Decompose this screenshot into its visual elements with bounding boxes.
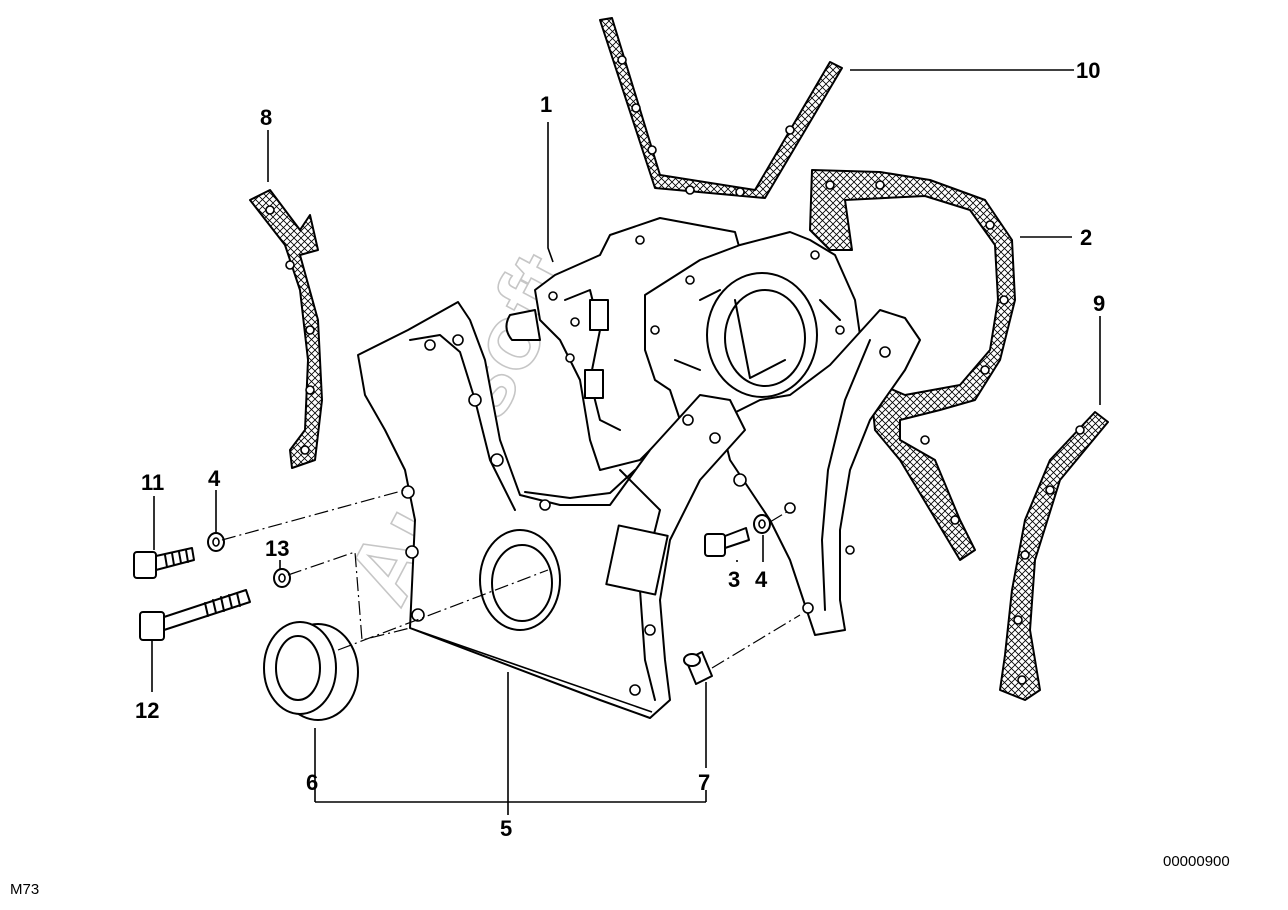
callout-8: 8 xyxy=(260,105,272,130)
washer-4-left[interactable] xyxy=(207,532,225,552)
callout-9: 9 xyxy=(1093,291,1105,316)
callout-4-left: 4 xyxy=(208,466,221,491)
callout-13: 13 xyxy=(265,536,289,561)
dowel-sleeve-7[interactable] xyxy=(683,651,713,685)
leader-lines xyxy=(151,69,1101,815)
callout-3: 3 xyxy=(728,567,740,592)
callout-7: 7 xyxy=(698,770,710,795)
lower-timing-case[interactable] xyxy=(357,301,746,719)
callout-10: 10 xyxy=(1076,58,1100,83)
washer-4-right[interactable] xyxy=(753,514,771,534)
bolt-11[interactable] xyxy=(133,547,195,579)
right-lower-timing-case[interactable] xyxy=(719,309,921,636)
callout-6: 6 xyxy=(306,770,318,795)
bolt-3[interactable] xyxy=(704,527,750,557)
bolt-12[interactable] xyxy=(139,589,251,641)
callout-4-right: 4 xyxy=(755,567,768,592)
washer-13[interactable] xyxy=(273,568,291,588)
callout-2: 2 xyxy=(1080,225,1092,250)
gasket-10[interactable] xyxy=(599,17,843,199)
callout-5: 5 xyxy=(500,816,512,841)
gasket-2[interactable] xyxy=(809,169,1016,561)
assembly-lines xyxy=(221,489,801,669)
gasket-9[interactable] xyxy=(999,411,1109,701)
callout-1: 1 xyxy=(540,92,552,117)
gasket-8[interactable] xyxy=(249,189,323,469)
callout-12: 12 xyxy=(135,698,159,723)
seal-ring-6[interactable] xyxy=(263,621,359,721)
model-code: M73 xyxy=(10,881,39,898)
callout-11: 11 xyxy=(141,470,164,495)
drawing-number: 00000900 xyxy=(1163,853,1230,870)
